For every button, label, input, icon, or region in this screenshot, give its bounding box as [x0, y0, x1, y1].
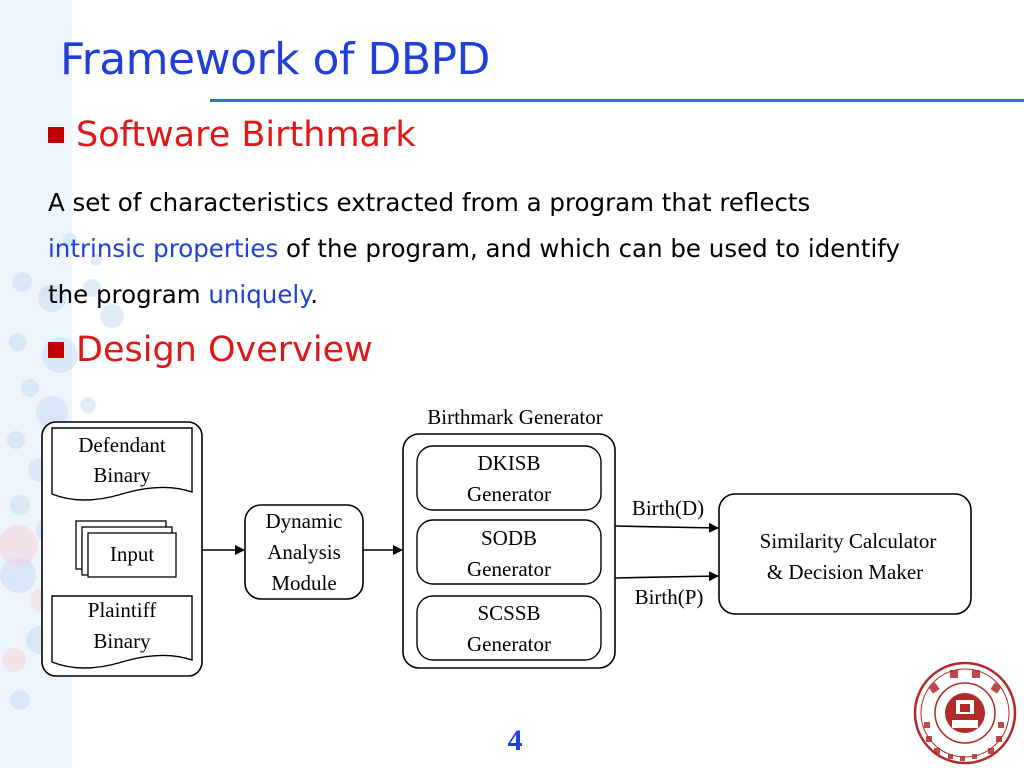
- definition-text: .: [310, 280, 318, 309]
- definition-text: A set of characteristics extracted from …: [48, 188, 811, 217]
- calculator-label: Similarity Calculator: [760, 529, 937, 553]
- definition-highlight: uniquely: [208, 280, 311, 309]
- title-underline: [210, 99, 1024, 102]
- calculator-box: [718, 493, 972, 615]
- dkisb-generator-label: Generator: [467, 482, 551, 506]
- defendant-binary-doc: [51, 427, 193, 501]
- bullet-heading: Software Birthmark: [76, 115, 416, 155]
- defendant-binary-label: Binary: [93, 463, 151, 487]
- bullet-design-overview: Design Overview: [48, 330, 373, 370]
- defendant-binary-label: Defendant: [78, 433, 166, 457]
- input-doc-front: [87, 532, 177, 578]
- sodb-generator-box: [416, 519, 602, 585]
- definition-paragraph: A set of characteristics extracted from …: [48, 180, 928, 318]
- scssb-generator-label: Generator: [467, 632, 551, 656]
- analysis-module-label: Analysis: [267, 540, 341, 564]
- analysis-module-box: [244, 504, 364, 600]
- university-seal-icon: [913, 661, 1017, 765]
- definition-highlight: intrinsic properties: [48, 234, 279, 263]
- dkisb-generator-box: [416, 445, 602, 511]
- birth-d-label: Birth(D): [632, 496, 704, 520]
- page-number: 4: [507, 724, 523, 757]
- analysis-module-label: Module: [271, 571, 336, 595]
- plaintiff-binary-doc: [51, 595, 193, 669]
- scssb-generator-label: SCSSB: [477, 601, 540, 625]
- sodb-generator-label: Generator: [467, 557, 551, 581]
- birth-p-label: Birth(P): [635, 585, 704, 609]
- calculator-label: & Decision Maker: [767, 560, 923, 584]
- generator-group-label: Birthmark Generator: [427, 405, 603, 429]
- plaintiff-binary-label: Binary: [93, 629, 151, 653]
- sodb-generator-label: SODB: [481, 526, 537, 550]
- arrow-birth-d: [614, 522, 719, 533]
- input-label: Input: [110, 542, 154, 566]
- slide-title: Framework of DBPD: [60, 34, 490, 85]
- bullet-software-birthmark: Software Birthmark: [48, 115, 416, 155]
- arrow-birth-p: [614, 571, 719, 582]
- bullet-square-icon: [48, 127, 64, 143]
- dkisb-generator-label: DKISB: [477, 451, 540, 475]
- bullet-square-icon: [48, 342, 64, 358]
- plaintiff-binary-label: Plaintiff: [88, 598, 156, 622]
- analysis-module-label: Dynamic: [266, 509, 343, 533]
- definition-text: of the program, and which can be used to…: [48, 234, 900, 309]
- bullet-heading: Design Overview: [76, 330, 373, 370]
- scssb-generator-box: [416, 595, 602, 661]
